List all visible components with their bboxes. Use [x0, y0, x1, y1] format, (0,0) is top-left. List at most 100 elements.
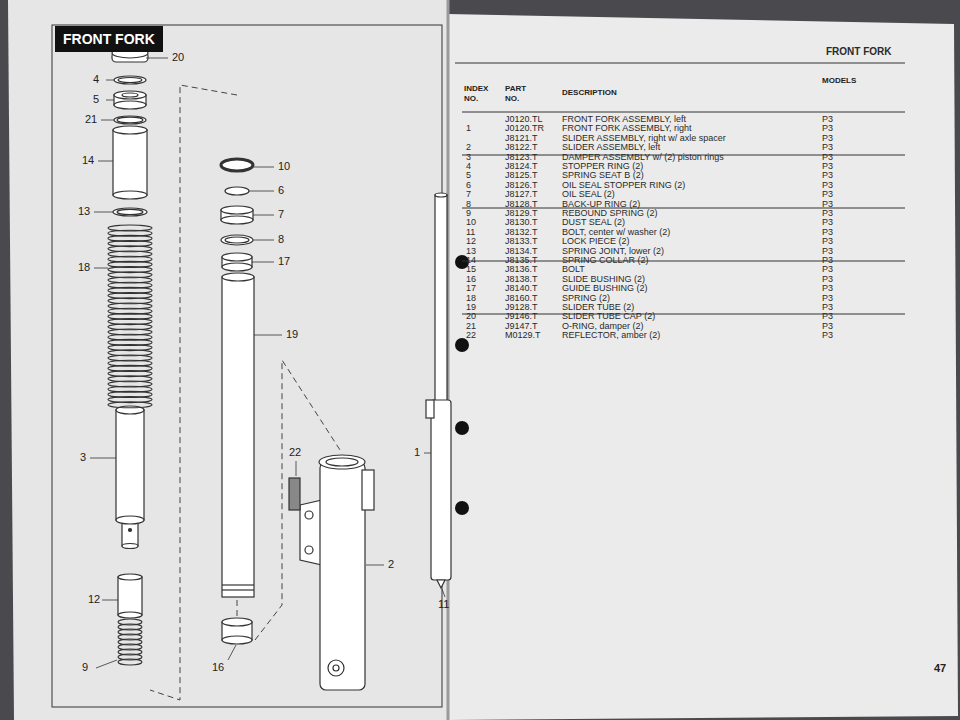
index-number: 16	[466, 274, 476, 285]
part-description: FRONT FORK ASSEMBLY, right	[562, 123, 692, 134]
part-number: M0129.T	[505, 330, 541, 341]
callout-number: 14	[82, 154, 94, 167]
callout-number: 19	[286, 328, 298, 341]
part-number: J8130.T	[505, 217, 538, 228]
part-description: SLIDER ASSEMBLY, right w/ axle spacer	[562, 133, 726, 144]
part-description: BOLT	[562, 264, 585, 275]
assembly-dashed-lines	[150, 85, 340, 700]
part-number: J8124.T	[505, 161, 538, 172]
spring-coil	[108, 402, 152, 408]
callout-number: 17	[278, 255, 290, 268]
part-number: J0120.TR	[505, 123, 544, 134]
model-code: P3	[822, 227, 833, 238]
part-number: J8123.T	[505, 152, 538, 163]
model-code: P3	[822, 236, 833, 247]
part-description: SLIDE BUSHING (2)	[562, 274, 645, 285]
index-number: 4	[466, 161, 471, 172]
callout-number: 8	[278, 233, 284, 246]
model-code: P3	[822, 246, 833, 257]
part-number: J9147.T	[505, 321, 538, 332]
index-number: 9	[466, 208, 471, 219]
model-code: P3	[822, 199, 833, 210]
right-page	[448, 14, 958, 720]
index-number: 11	[466, 227, 475, 238]
model-code: P3	[822, 170, 833, 181]
page-number: 47	[934, 662, 946, 675]
part-description: OIL SEAL (2)	[562, 189, 615, 200]
part-description: REFLECTOR, amber (2)	[562, 330, 660, 341]
column-header: INDEX NO.	[464, 84, 496, 103]
part-number: J8140.T	[505, 283, 538, 294]
part-number: J8128.T	[505, 199, 538, 210]
index-number: 21	[466, 321, 476, 332]
part-number: J8136.T	[505, 264, 538, 275]
model-code: P3	[822, 283, 833, 294]
spring-coil	[118, 659, 142, 665]
part-description: SPRING (2)	[562, 293, 610, 304]
model-code: P3	[822, 180, 833, 191]
index-number: 17	[466, 283, 476, 294]
model-code: P3	[822, 311, 833, 322]
index-number: 3	[466, 152, 471, 163]
index-number: 6	[466, 180, 471, 191]
callout-number: 4	[93, 73, 99, 86]
model-code: P3	[822, 208, 833, 219]
callout-number: 11	[438, 598, 449, 611]
index-number: 5	[466, 170, 471, 181]
index-number: 22	[466, 330, 476, 341]
model-code: P3	[822, 123, 833, 134]
part-number: J8134.T	[505, 246, 538, 257]
index-number: 1	[466, 123, 471, 134]
part-number: J8126.T	[505, 180, 538, 191]
page-frame	[52, 25, 442, 707]
part-number: J8132.T	[505, 227, 538, 238]
callout-number: 7	[278, 208, 284, 221]
part-description: BOLT, center w/ washer (2)	[562, 227, 670, 238]
part-number: J9146.T	[505, 311, 538, 322]
model-code: P3	[822, 255, 833, 266]
part-description: SPRING SEAT B (2)	[562, 170, 644, 181]
part-description: DAMPER ASSEMBLY w/ (2) piston rings	[562, 152, 724, 163]
page-title: FRONT FORK	[63, 31, 155, 47]
callout-number: 13	[78, 205, 90, 218]
leader-lines	[90, 58, 445, 668]
part-number: J9128.T	[505, 302, 538, 313]
model-code: P3	[822, 293, 833, 304]
callout-number: 6	[278, 184, 284, 197]
title-banner: FRONT FORK	[55, 26, 163, 52]
part-number: J8121.T	[505, 133, 538, 144]
part-description: GUIDE BUSHING (2)	[562, 283, 648, 294]
index-number: 20	[466, 311, 476, 322]
part-number: J8133.T	[505, 236, 538, 247]
model-code: P3	[822, 142, 833, 153]
part-number: J8138.T	[505, 274, 538, 285]
model-code: P3	[822, 189, 833, 200]
part-number: J8129.T	[505, 208, 538, 219]
model-code: P3	[822, 114, 833, 125]
part-number: J8160.T	[505, 293, 538, 304]
part-description: STOPPER RING (2)	[562, 161, 643, 172]
part-description: SLIDER ASSEMBLY, left	[562, 142, 660, 153]
callout-number: 5	[93, 93, 99, 106]
part-description: SLIDER TUBE (2)	[562, 302, 634, 313]
index-number: 18	[466, 293, 476, 304]
index-number: 8	[466, 199, 471, 210]
index-number: 14	[466, 255, 476, 266]
index-number: 15	[466, 264, 476, 275]
spring-coils	[108, 225, 152, 665]
column-header: DESCRIPTION	[562, 88, 617, 98]
part-description: O-RING, damper (2)	[562, 321, 644, 332]
index-number: 12	[466, 236, 476, 247]
callout-number: 20	[172, 51, 184, 64]
index-number: 7	[466, 189, 471, 200]
part-number: J8127.T	[505, 189, 538, 200]
part-description: SPRING COLLAR (2)	[562, 255, 649, 266]
callout-number: 3	[80, 451, 86, 464]
part-number: J8135.T	[505, 255, 538, 266]
callout-number: 21	[85, 113, 97, 126]
callout-number: 18	[78, 261, 90, 274]
column-header: PART NO.	[505, 84, 535, 103]
callout-number: 1	[414, 446, 420, 459]
part-number: J8122.T	[505, 142, 538, 153]
